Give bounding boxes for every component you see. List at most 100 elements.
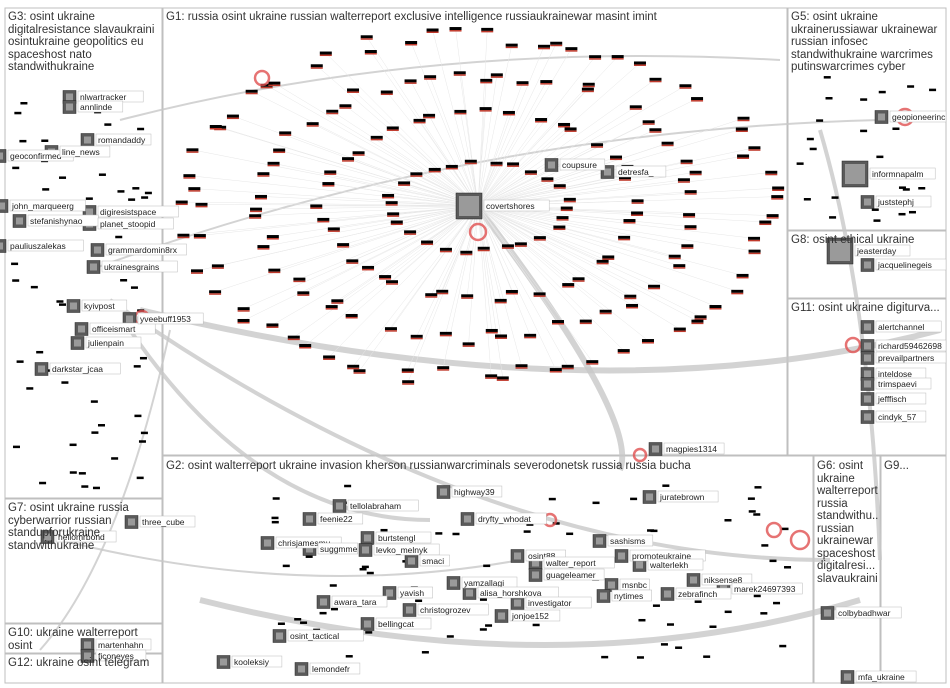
node-label[interactable]: ficoneyes: [98, 651, 134, 661]
node-label[interactable]: john_marqueerg: [11, 201, 74, 211]
edge: [477, 205, 633, 306]
node-label[interactable]: lemondefr: [312, 664, 350, 674]
node-label[interactable]: colbybadhwar: [838, 608, 891, 618]
edge: [410, 80, 479, 207]
node-label[interactable]: yavish: [400, 588, 424, 598]
node-label[interactable]: awara_tara: [334, 597, 377, 607]
node-label[interactable]: pauliuszalekas: [10, 241, 66, 251]
node-label[interactable]: planet_stoopid: [100, 219, 156, 229]
node-label[interactable]: annlinde: [80, 102, 112, 112]
node-avatar-inner: [864, 323, 871, 331]
node-label[interactable]: julienpain: [87, 338, 124, 348]
node-label[interactable]: osint88: [528, 551, 556, 561]
node-label[interactable]: levko_melnyk: [376, 545, 428, 555]
node-label[interactable]: kyivpost: [84, 301, 115, 311]
node-label[interactable]: zebrafinch: [678, 589, 717, 599]
node-marker: [382, 193, 395, 197]
node-label-bg: [869, 167, 936, 180]
node-label[interactable]: magpies1314: [666, 444, 717, 454]
node-label[interactable]: alertchannel: [878, 322, 924, 332]
node-label[interactable]: coupsure: [562, 160, 597, 170]
node-label[interactable]: nlwartracker: [80, 92, 126, 102]
node-label[interactable]: feenie22: [320, 514, 353, 524]
node-label[interactable]: christogrozev: [420, 605, 471, 615]
node-label[interactable]: investigator: [528, 598, 572, 608]
node-label[interactable]: jacquelinegeis: [877, 260, 932, 270]
node-label[interactable]: chrisjamesmu: [278, 538, 331, 548]
node-label[interactable]: line_news: [62, 147, 100, 157]
node-marker-accent: [382, 196, 395, 199]
node-label[interactable]: walter_report: [545, 558, 596, 568]
node-marker: [514, 242, 527, 246]
node-label[interactable]: marek24697393: [734, 584, 796, 594]
node-marker: [117, 190, 125, 193]
node-avatar-inner: [74, 339, 81, 347]
node-label[interactable]: geoconfirmed: [10, 151, 62, 161]
node-label[interactable]: trimspaevi: [878, 379, 917, 389]
node-label[interactable]: niksense8: [704, 575, 743, 585]
node-marker: [401, 368, 414, 372]
node-label[interactable]: geopioneerinc: [892, 112, 946, 122]
node-label[interactable]: romandaddy: [98, 135, 146, 145]
node-label[interactable]: yveebuff1953: [140, 314, 191, 324]
node-label[interactable]: richard59462698: [878, 341, 942, 351]
node-label[interactable]: tellolabraham: [350, 501, 401, 511]
node-label[interactable]: guageleamer: [546, 570, 596, 580]
node-label[interactable]: detresfa_: [618, 167, 654, 177]
node-marker: [876, 155, 884, 159]
node-label[interactable]: osint_tactical: [290, 631, 339, 641]
node-label[interactable]: inteldose: [878, 369, 912, 379]
node-label[interactable]: three_cube: [142, 517, 185, 527]
node-label[interactable]: juststephj: [877, 197, 914, 207]
node-label[interactable]: kooleksiy: [234, 657, 270, 667]
edge: [477, 205, 743, 276]
node-label-bg: [59, 145, 111, 158]
node-label[interactable]: prevailpartners: [878, 353, 934, 363]
node-label[interactable]: burtstengl: [378, 533, 415, 543]
edge: [477, 81, 547, 207]
node-label[interactable]: mfa_ukraine: [858, 672, 905, 682]
node-marker: [226, 114, 239, 118]
node-label[interactable]: juratebrown: [659, 492, 705, 502]
node-marker-accent: [572, 280, 585, 282]
node-label[interactable]: digiresistspace: [100, 207, 156, 217]
node-label[interactable]: nytimes: [614, 591, 643, 601]
node-label[interactable]: stefanishynao: [30, 216, 83, 226]
node-label[interactable]: alisa_horshkova: [480, 588, 542, 598]
node-label[interactable]: ukrainesgrains: [104, 262, 159, 272]
node-label[interactable]: informnapalm: [872, 169, 924, 179]
node-marker: [908, 210, 916, 214]
node-avatar-inner: [466, 589, 473, 597]
node-label[interactable]: smaci: [422, 556, 444, 566]
node-label-bg: [105, 243, 187, 256]
node-label[interactable]: grammardomin8rx: [108, 245, 178, 255]
node-label[interactable]: jefffisch: [877, 394, 907, 404]
node-marker-accent: [390, 223, 403, 226]
node-label[interactable]: promoteukraine: [632, 551, 691, 561]
node-label-bg: [89, 322, 156, 335]
node-label[interactable]: darkstar_jcaa: [52, 364, 103, 374]
node-label[interactable]: officeismart: [92, 324, 136, 334]
node-label[interactable]: bellingcat: [378, 619, 415, 629]
edge: [477, 56, 596, 207]
node-marker: [515, 364, 528, 368]
node-marker: [345, 655, 353, 658]
node-label[interactable]: martenhahn: [98, 640, 144, 650]
node-label[interactable]: walterlekh: [649, 560, 689, 570]
node-label[interactable]: msnbc: [622, 580, 648, 590]
node-label[interactable]: cindyk_57: [878, 412, 917, 422]
node-label[interactable]: highway39: [454, 487, 495, 497]
node-label[interactable]: covertshores: [486, 201, 535, 211]
node-label[interactable]: sashisms: [610, 536, 645, 546]
node-label[interactable]: yamzallagi: [464, 578, 504, 588]
node-marker-accent: [346, 262, 359, 264]
node-marker: [323, 355, 336, 359]
node-label[interactable]: suggmme: [320, 544, 358, 554]
node-label[interactable]: hellomrbond: [58, 532, 105, 542]
node-avatar-inner: [264, 539, 271, 547]
node-label[interactable]: jonjoe152: [511, 611, 549, 621]
node-label-bg: [475, 512, 547, 525]
node-label[interactable]: jeasterday: [856, 246, 897, 256]
edge: [477, 106, 636, 207]
node-label[interactable]: dryfty_whodat: [478, 514, 532, 524]
